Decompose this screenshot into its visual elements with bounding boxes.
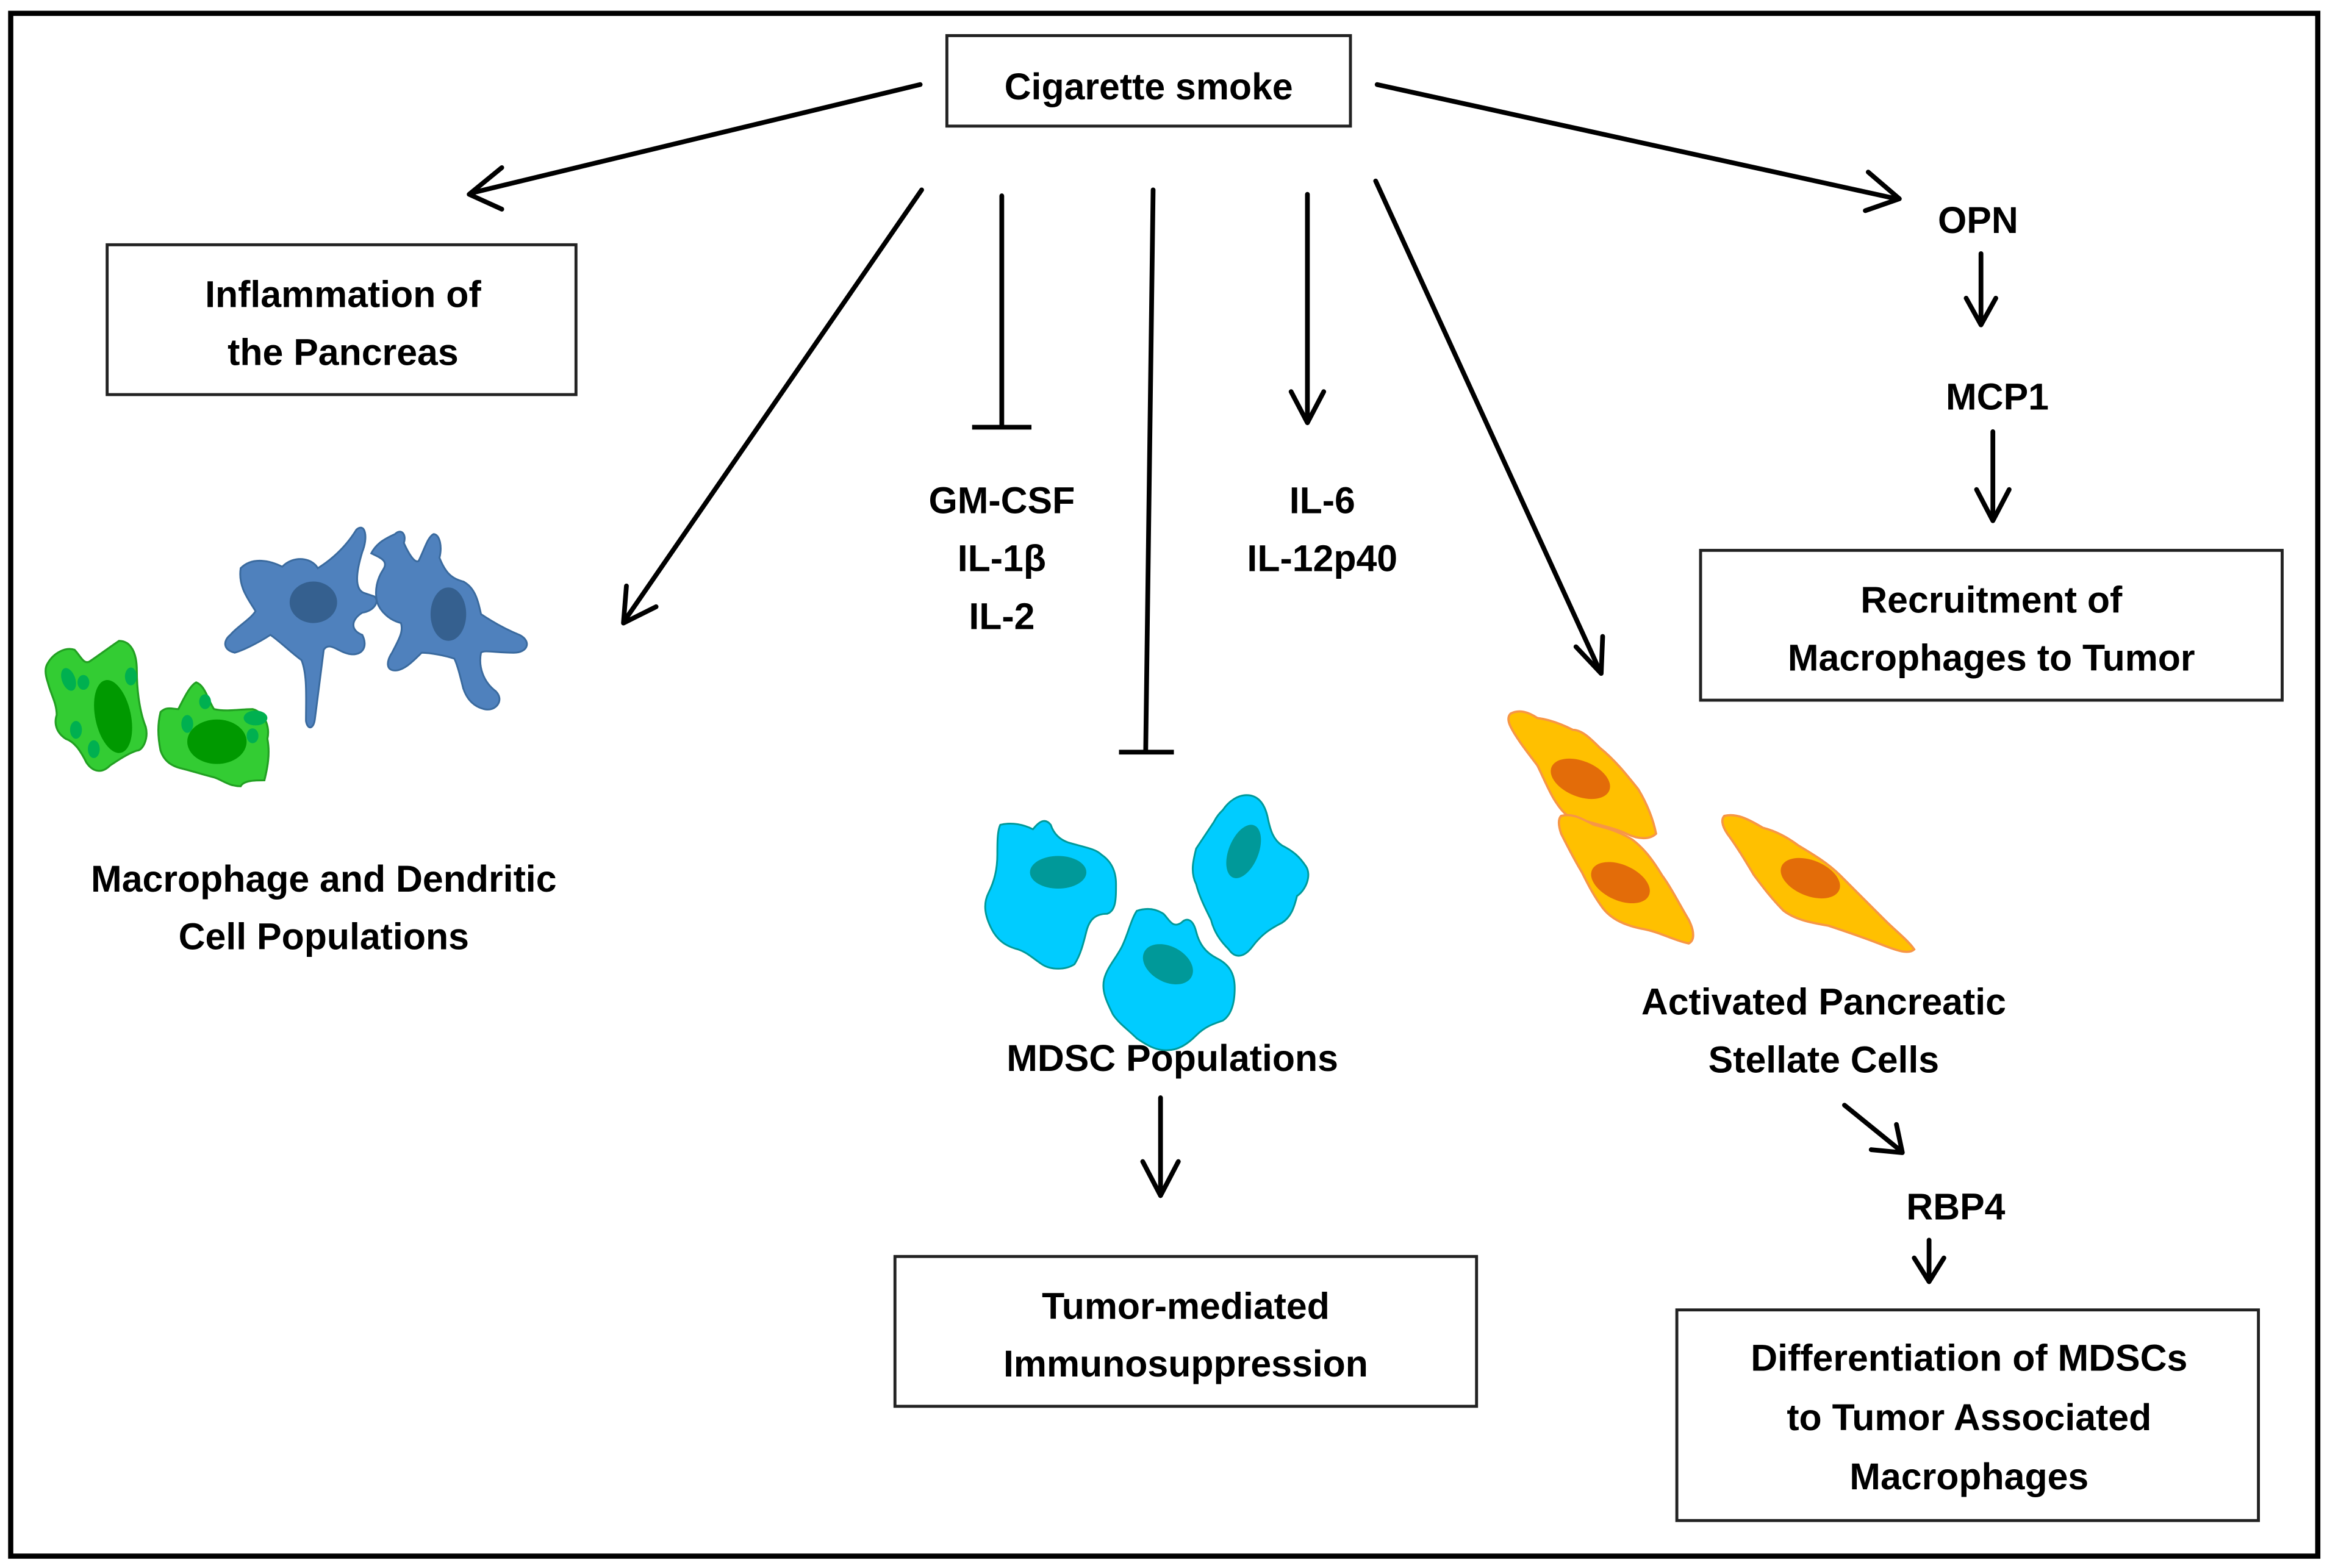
cytokine-il-2: IL-2 <box>969 595 1034 637</box>
stellate-cells-illustration <box>1507 710 1916 953</box>
mdsc-cells-illustration <box>984 794 1310 1051</box>
granule-icon <box>243 711 268 726</box>
macrophage-dc-label-line2: Cell Populations <box>179 916 469 958</box>
granule-icon <box>88 740 100 758</box>
arrow-opn-to-mcp1 <box>1963 251 1998 328</box>
differentiation-label-line3: Macrophages <box>1849 1456 2089 1497</box>
inflammation-box <box>106 243 578 396</box>
dendritic-cell-icon <box>224 526 378 729</box>
recruitment-label-line2: Macrophages to Tumor <box>1788 637 2195 678</box>
inflammation-label-line1: Inflammation of <box>205 273 481 315</box>
granule-icon <box>246 728 259 743</box>
differentiation-box <box>1675 1308 2261 1522</box>
mcp1-label: MCP1 <box>1946 376 2049 417</box>
arrow-to-il6 <box>1288 192 1327 426</box>
inhibit-bar-cytokines <box>972 193 1032 430</box>
arrow-stellate-to-rbp4 <box>1842 1103 1905 1155</box>
inhibit-bar-mdsc <box>1119 187 1174 755</box>
opn-label: OPN <box>1938 199 2018 241</box>
granule-icon <box>70 721 82 739</box>
immunosuppression-node: Tumor-mediated Immunosuppression <box>893 1255 1479 1408</box>
cigarette-smoke-node: Cigarette smoke <box>945 34 1352 128</box>
cytokine-il-12p40: IL-12p40 <box>1247 537 1397 579</box>
macrophage-dendritic-cells-illustration <box>45 526 528 787</box>
granule-icon <box>61 668 76 691</box>
mdsc-nucleus-icon <box>1142 944 1193 984</box>
recruitment-node: Recruitment of Macrophages to Tumor <box>1699 548 2284 702</box>
arrow-to-stellate <box>1373 178 1605 676</box>
arrow-mdsc-to-immunosuppression <box>1140 1095 1181 1198</box>
inhibited-cytokines-label: GM-CSF IL-1β IL-2 <box>928 480 1075 637</box>
induced-cytokines-label: IL-6 IL-12p40 <box>1247 480 1397 579</box>
macrophage-dc-label-line1: Macrophage and Dendritic <box>91 858 556 900</box>
macrophage-nucleus-icon <box>187 719 247 764</box>
stellate-nucleus-icon <box>1780 857 1840 899</box>
granule-icon <box>77 675 90 690</box>
differentiation-node: Differentiation of MDSCs to Tumor Associ… <box>1675 1308 2261 1522</box>
granule-icon <box>199 694 211 709</box>
rbp4-label: RBP4 <box>1906 1186 2005 1227</box>
granule-icon <box>181 715 193 733</box>
inflammation-node: Inflammation of the Pancreas <box>106 243 578 396</box>
dendritic-nucleus-icon <box>289 581 337 623</box>
cytokine-gm-csf: GM-CSF <box>928 480 1075 521</box>
macrophage-nucleus-icon <box>94 680 132 753</box>
cigarette-smoke-box <box>945 34 1352 128</box>
inflammation-label-line2: the Pancreas <box>228 331 459 373</box>
immunosuppression-label-line2: Immunosuppression <box>1003 1343 1368 1384</box>
differentiation-label-line2: to Tumor Associated <box>1787 1397 2151 1438</box>
cytokine-il-1b: IL-1β <box>958 537 1046 579</box>
arrow-mcp1-to-recruitment <box>1974 429 2012 523</box>
recruitment-box <box>1699 548 2284 702</box>
cytokine-il-6: IL-6 <box>1289 480 1355 521</box>
arrow-rbp4-to-differentiation <box>1912 1237 1946 1284</box>
mdsc-nucleus-icon <box>1226 825 1261 878</box>
granule-icon <box>124 667 137 686</box>
immunosuppression-label-line1: Tumor-mediated <box>1042 1285 1330 1326</box>
mdsc-cell-icon <box>984 820 1117 970</box>
arrow-to-inflammation <box>467 82 923 212</box>
mdsc-cell-icon <box>1191 794 1310 957</box>
mdsc-nucleus-icon <box>1030 856 1087 889</box>
recruitment-label-line1: Recruitment of <box>1860 579 2123 621</box>
arrow-to-opn <box>1374 82 1902 213</box>
arrow-to-macrophage-dc <box>621 187 924 626</box>
mdsc-label: MDSC Populations <box>1006 1037 1338 1079</box>
cigarette-smoke-label: Cigarette smoke <box>1005 66 1293 107</box>
stellate-nucleus-icon <box>1551 758 1610 800</box>
differentiation-label-line1: Differentiation of MDSCs <box>1751 1337 2187 1378</box>
immunosuppression-box <box>893 1255 1479 1408</box>
dendritic-nucleus-icon <box>430 587 467 641</box>
stellate-label-line2: Stellate Cells <box>1708 1039 1939 1081</box>
stellate-nucleus-icon <box>1591 862 1650 904</box>
stellate-label-line1: Activated Pancreatic <box>1641 981 2006 1023</box>
